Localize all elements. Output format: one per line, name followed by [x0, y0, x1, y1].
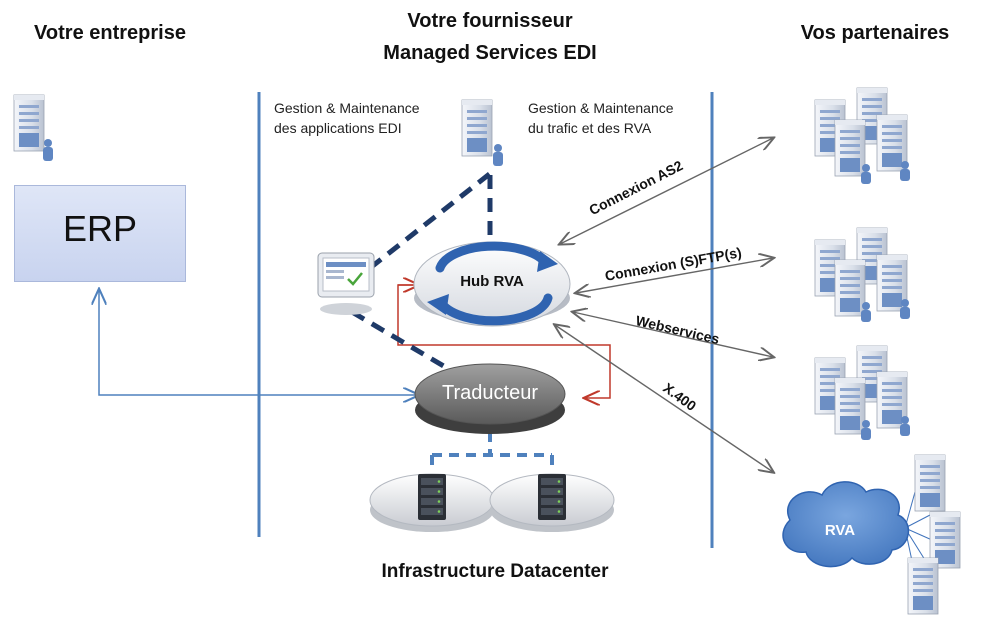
monitor-translator-link [350, 309, 449, 371]
monitor-provider-link [368, 170, 494, 270]
partner-buildings-2-icon [814, 227, 910, 322]
monitor-icon [317, 252, 375, 315]
translator-disc [414, 363, 566, 434]
rva-cloud-label: RVA [824, 522, 856, 539]
header-enterprise: Votre entreprise [34, 22, 186, 44]
sftp-connection-arrow [576, 258, 773, 293]
partner-buildings-1-icon [814, 87, 910, 184]
datacenter-label: Infrastructure Datacenter [381, 561, 609, 582]
erp-label: ERP [62, 208, 138, 249]
header-partners: Vos partenaires [800, 22, 950, 44]
hub-rva-label: Hub RVA [460, 273, 524, 290]
server-icon-right [538, 474, 566, 520]
traffic-maintenance-line1: Gestion & Maintenance [528, 100, 674, 116]
provider-building-icon [461, 99, 503, 166]
erp-translator-link [99, 290, 418, 395]
header-provider-line1: Votre fournisseur [407, 10, 573, 32]
apps-maintenance-line2: des applications EDI [274, 120, 402, 136]
header-provider-line2: Managed Services EDI [383, 42, 597, 64]
enterprise-building-icon [13, 94, 53, 161]
partner-buildings-3-icon [814, 345, 910, 440]
traffic-maintenance-line2: du trafic et des RVA [528, 120, 652, 136]
hub-rva-disc [413, 241, 571, 327]
rva-partner-buildings-icon [907, 454, 961, 615]
as2-connection-arrow [560, 138, 773, 244]
apps-maintenance-line1: Gestion & Maintenance [274, 100, 420, 116]
translator-label: Traducteur [442, 382, 538, 404]
server-icon-left [418, 474, 446, 520]
x400-connection-arrow [555, 325, 773, 472]
rva-cloud-icon [782, 481, 910, 568]
erp-box: ERP [14, 185, 186, 282]
